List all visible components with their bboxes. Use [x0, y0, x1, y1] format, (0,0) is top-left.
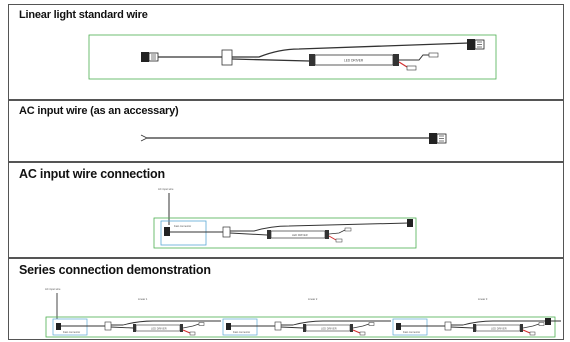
unit-label: Linear 2	[308, 297, 318, 301]
output-terminal-icon	[368, 322, 375, 326]
panel-ac-input-wire: AC input wire (as an accessary)	[8, 100, 564, 162]
output-terminal-icon	[538, 322, 545, 326]
standard-wire-frame	[88, 34, 497, 80]
red-wire	[522, 329, 531, 334]
wire-segment	[110, 326, 134, 329]
ac-input-wire-diagram	[140, 133, 447, 144]
driver-label: LED DRIVER	[321, 327, 337, 331]
fast-connector-icon	[56, 323, 61, 330]
driver-end-cap	[180, 324, 183, 332]
wire-segment	[280, 326, 304, 329]
fast-connector-icon	[226, 323, 231, 330]
ac-input-label: AC input wire	[158, 187, 174, 191]
wire-segment	[231, 58, 310, 62]
cable-gland-icon	[222, 226, 231, 238]
driver-end-cap	[303, 324, 306, 332]
panel-series-connection: Series connection demonstration AC input…	[8, 258, 564, 340]
wire-segment	[281, 320, 391, 326]
cable-gland-icon	[444, 321, 452, 331]
ac-input-label: AC input wire	[45, 287, 61, 291]
standard-wire-diagram: LED DRIVER	[88, 34, 497, 80]
fast-connector-label: Fast connector	[63, 330, 80, 334]
fast-connector-label: Fast connector	[233, 330, 250, 334]
wire-segment	[451, 320, 561, 326]
panel-standard-wire: Linear light standard wire	[8, 4, 564, 100]
wire-segment	[232, 42, 470, 58]
unit-label: Linear 1	[138, 297, 148, 301]
ac-connector-icon	[429, 133, 447, 144]
cable-gland-icon	[274, 321, 282, 331]
red-wire	[182, 329, 191, 334]
driver-label: LED DRIVER	[151, 327, 167, 331]
panel-ac-connection: AC input wire connection AC input wire F…	[8, 162, 564, 258]
output-terminal-icon	[529, 331, 536, 336]
end-connector-icon	[407, 219, 413, 227]
stripped-wire-ends	[140, 134, 148, 142]
driver-end-cap	[133, 324, 136, 332]
series-connection-diagram: AC input wire Fast connector Linear 1 LED …	[45, 287, 561, 338]
fast-connector-highlight	[222, 318, 258, 336]
series-frame	[45, 316, 556, 338]
fast-connector-highlight	[392, 318, 428, 336]
fast-connector-highlight	[52, 318, 88, 336]
red-wire	[398, 61, 408, 68]
output-terminal-icon	[198, 322, 205, 326]
fast-connector-icon	[396, 323, 401, 330]
output-wire	[352, 323, 370, 329]
fast-connector-icon	[164, 227, 170, 236]
wire-segment	[111, 320, 221, 326]
output-wire	[182, 323, 200, 329]
led-driver-icon	[267, 230, 329, 239]
end-connector-icon	[545, 318, 551, 325]
fast-connector-label: Fast connector	[403, 330, 420, 334]
output-wire	[522, 323, 540, 329]
panel-title-series-connection: Series connection demonstration	[19, 263, 211, 277]
fast-connector-highlight	[160, 220, 207, 246]
right-connector-icon	[467, 39, 485, 50]
led-driver-icon	[309, 54, 399, 66]
driver-end-cap	[350, 324, 353, 332]
connection-frame	[153, 217, 417, 249]
left-connector-icon	[141, 52, 159, 62]
driver-label: LED DRIVER	[292, 233, 308, 237]
panel-title-ac-input-wire: AC input wire (as an accessary)	[19, 105, 179, 117]
red-wire	[352, 329, 361, 334]
driver-label: LED DRIVER	[344, 59, 364, 63]
output-terminal-icon	[428, 52, 439, 58]
driver-end-cap	[520, 324, 523, 332]
wire-segment	[450, 326, 474, 329]
output-terminal-icon	[189, 331, 196, 336]
ac-connection-diagram: AC input wire Fast connector LED DRIVER	[153, 187, 417, 249]
cable-gland-icon	[221, 49, 233, 66]
series-units: Fast connector Linear 1 LED DRIVER Fast con…	[52, 297, 561, 336]
diagram-sheet: Linear light standard wire	[8, 4, 564, 340]
panel-title-ac-connection: AC input wire connection	[19, 167, 165, 181]
driver-end-cap	[473, 324, 476, 332]
red-wire	[328, 235, 337, 241]
cable-gland-icon	[104, 321, 112, 331]
unit-label: Linear 3	[478, 297, 488, 301]
output-terminal-icon	[406, 65, 417, 71]
panel-title-standard-wire: Linear light standard wire	[19, 9, 148, 21]
output-terminal-icon	[335, 238, 343, 243]
fast-connector-label: Fast connector	[174, 224, 191, 228]
output-terminal-icon	[344, 227, 352, 232]
output-terminal-icon	[359, 331, 366, 336]
driver-label: LED DRIVER	[491, 327, 507, 331]
